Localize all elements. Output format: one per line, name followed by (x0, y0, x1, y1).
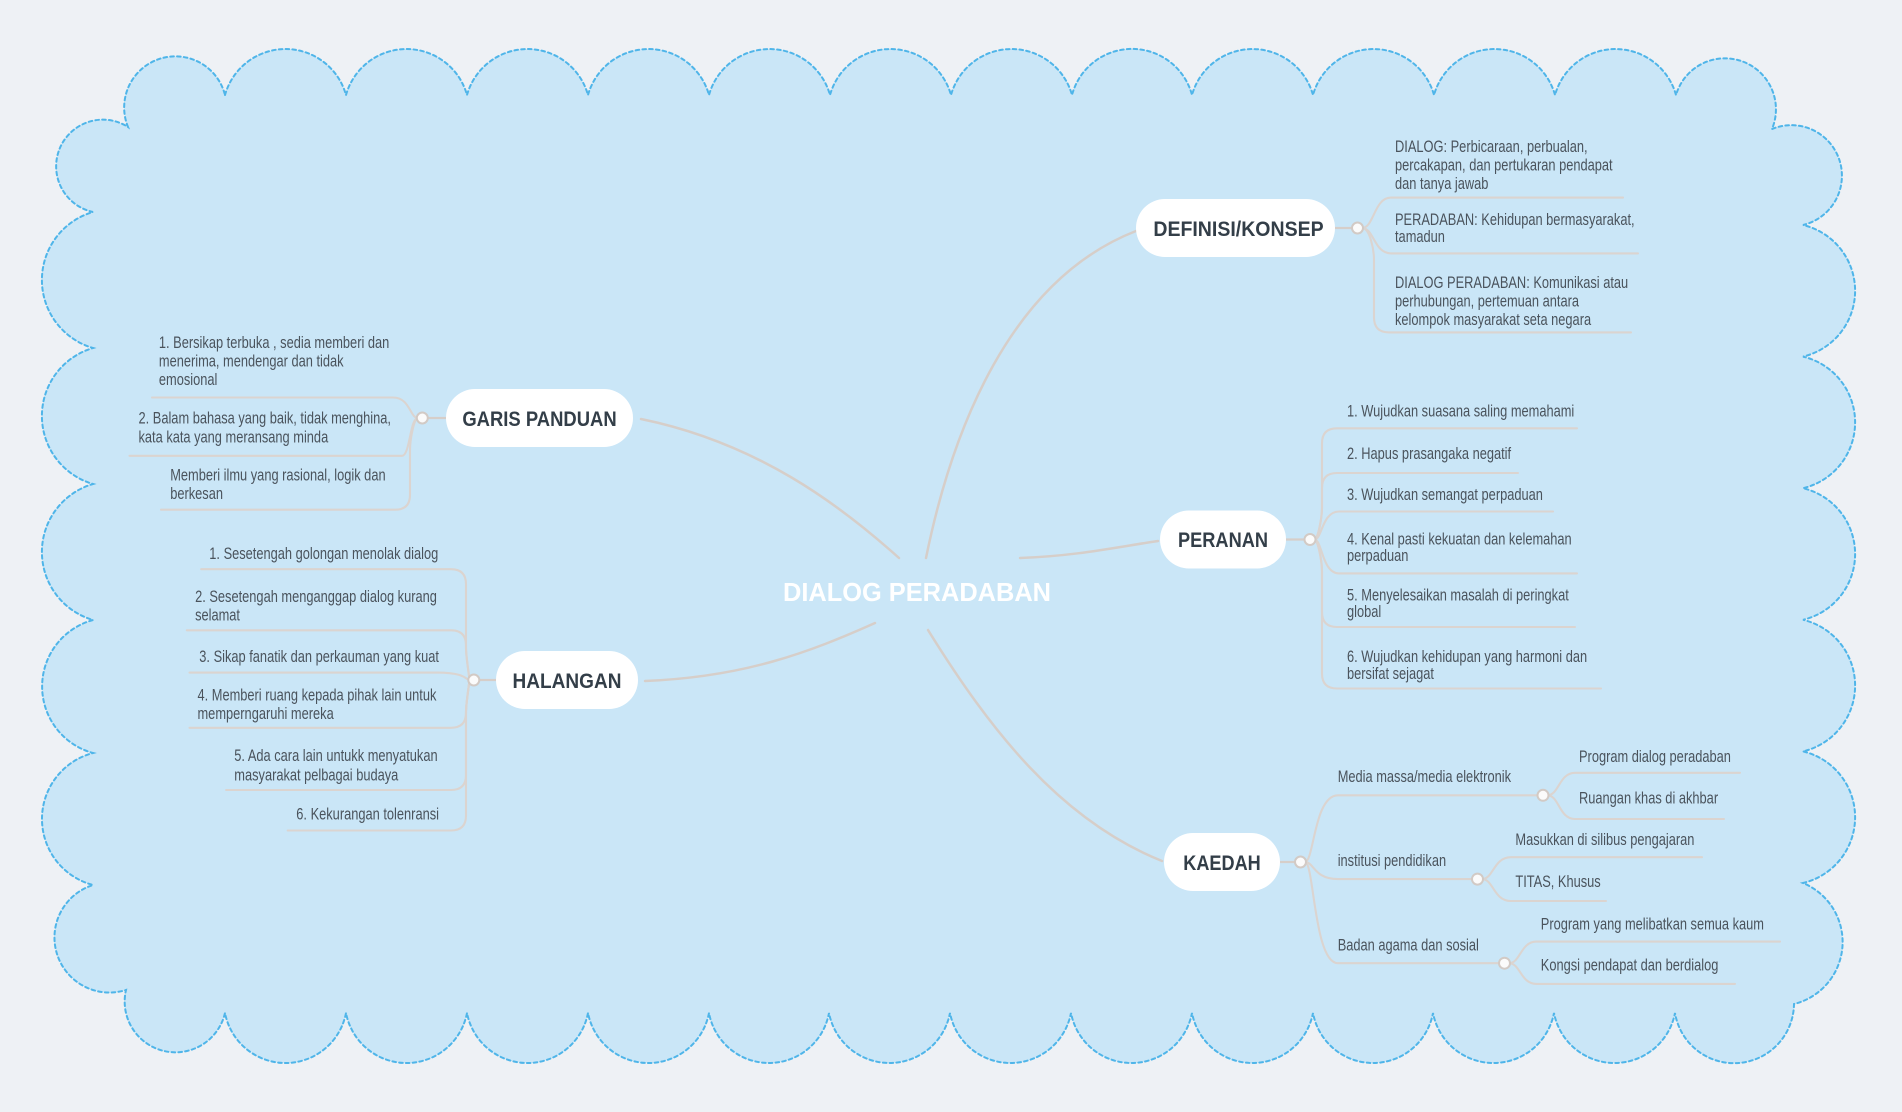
svg-text:5. Menyelesaikan masalah di pe: 5. Menyelesaikan masalah di peringkat (1347, 587, 1569, 605)
svg-text:emosional: emosional (159, 371, 218, 389)
svg-text:bersifat sejagat: bersifat sejagat (1347, 665, 1434, 683)
svg-text:Memberi ilmu yang rasional, lo: Memberi ilmu yang rasional, logik dan (170, 467, 385, 485)
svg-text:TITAS, Khusus: TITAS, Khusus (1515, 873, 1600, 891)
svg-text:DIALOG PERADABAN: Komunikasi a: DIALOG PERADABAN: Komunikasi atau (1395, 274, 1628, 292)
svg-text:DEFINISI/KONSEP: DEFINISI/KONSEP (1153, 217, 1323, 241)
svg-text:tamadun: tamadun (1395, 228, 1445, 246)
svg-text:2. Sesetengah menganggap dialo: 2. Sesetengah menganggap dialog kurang (195, 588, 437, 606)
svg-text:1. Bersikap terbuka , sedia me: 1. Bersikap terbuka , sedia memberi dan (159, 334, 389, 352)
svg-text:DIALOG: Perbicaraan, perbualan: DIALOG: Perbicaraan, perbualan, (1395, 138, 1588, 156)
svg-text:2. Hapus prasangaka negatif: 2. Hapus prasangaka negatif (1347, 445, 1511, 463)
svg-text:1. Sesetengah golongan menolak: 1. Sesetengah golongan menolak dialog (209, 545, 438, 563)
svg-text:4. Memberi ruang kepada pihak: 4. Memberi ruang kepada pihak lain untuk (198, 687, 438, 705)
svg-text:PERADABAN: Kehidupan bermasyar: PERADABAN: Kehidupan bermasyarakat, (1395, 211, 1635, 229)
svg-text:3. Wujudkan semangat perpaduan: 3. Wujudkan semangat perpaduan (1347, 486, 1543, 504)
svg-text:4. Kenal pasti kekuatan dan ke: 4. Kenal pasti kekuatan dan kelemahan (1347, 531, 1572, 549)
svg-text:6. Kekurangan tolenransi: 6. Kekurangan tolenransi (296, 806, 439, 824)
svg-text:6. Wujudkan kehidupan yang har: 6. Wujudkan kehidupan yang harmoni dan (1347, 648, 1587, 666)
svg-text:2. Balam bahasa yang baik, tid: 2. Balam bahasa yang baik, tidak menghin… (139, 410, 392, 428)
svg-text:5. Ada cara lain untukk menyat: 5. Ada cara lain untukk menyatukan (234, 747, 437, 765)
svg-text:kata kata yang meransang minda: kata kata yang meransang minda (139, 428, 329, 446)
svg-text:KAEDAH: KAEDAH (1183, 851, 1261, 875)
svg-text:Badan agama dan sosial: Badan agama dan sosial (1338, 937, 1479, 955)
svg-text:Ruangan khas di akhbar: Ruangan khas di akhbar (1579, 789, 1719, 807)
svg-text:perhubungan, pertemuan antara: perhubungan, pertemuan antara (1395, 292, 1579, 310)
svg-text:percakapan, dan pertukaran pen: percakapan, dan pertukaran pendapat (1395, 157, 1613, 175)
svg-text:Masukkan di silibus pengajaran: Masukkan di silibus pengajaran (1515, 831, 1694, 849)
svg-text:Program yang melibatkan semua: Program yang melibatkan semua kaum (1541, 915, 1764, 933)
svg-text:menerima, mendengar dan tidak: menerima, mendengar dan tidak (159, 353, 344, 371)
svg-text:selamat: selamat (195, 607, 240, 625)
svg-text:dan tanya jawab: dan tanya jawab (1395, 175, 1488, 193)
svg-text:kelompok masyarakat seta negar: kelompok masyarakat seta negara (1395, 311, 1591, 329)
svg-text:DIALOG PERADABAN: DIALOG PERADABAN (783, 577, 1051, 607)
svg-text:memperngaruhi mereka: memperngaruhi mereka (198, 705, 334, 723)
svg-text:berkesan: berkesan (170, 485, 223, 503)
svg-text:Kongsi pendapat dan berdialog: Kongsi pendapat dan berdialog (1541, 957, 1719, 975)
svg-text:GARIS PANDUAN: GARIS PANDUAN (462, 407, 616, 431)
svg-text:perpaduan: perpaduan (1347, 547, 1408, 565)
svg-text:1. Wujudkan suasana saling mem: 1. Wujudkan suasana saling memahami (1347, 403, 1574, 421)
svg-text:Media massa/media elektronik: Media massa/media elektronik (1338, 768, 1512, 786)
svg-text:PERANAN: PERANAN (1178, 528, 1268, 552)
svg-text:3. Sikap fanatik dan perkauman: 3. Sikap fanatik dan perkauman yang kuat (199, 648, 439, 666)
svg-text:masyarakat pelbagai budaya: masyarakat pelbagai budaya (234, 766, 398, 784)
svg-text:global: global (1347, 603, 1381, 621)
svg-text:institusi pendidikan: institusi pendidikan (1338, 852, 1446, 870)
svg-text:Program dialog peradaban: Program dialog peradaban (1579, 748, 1731, 766)
svg-text:HALANGAN: HALANGAN (513, 669, 622, 693)
